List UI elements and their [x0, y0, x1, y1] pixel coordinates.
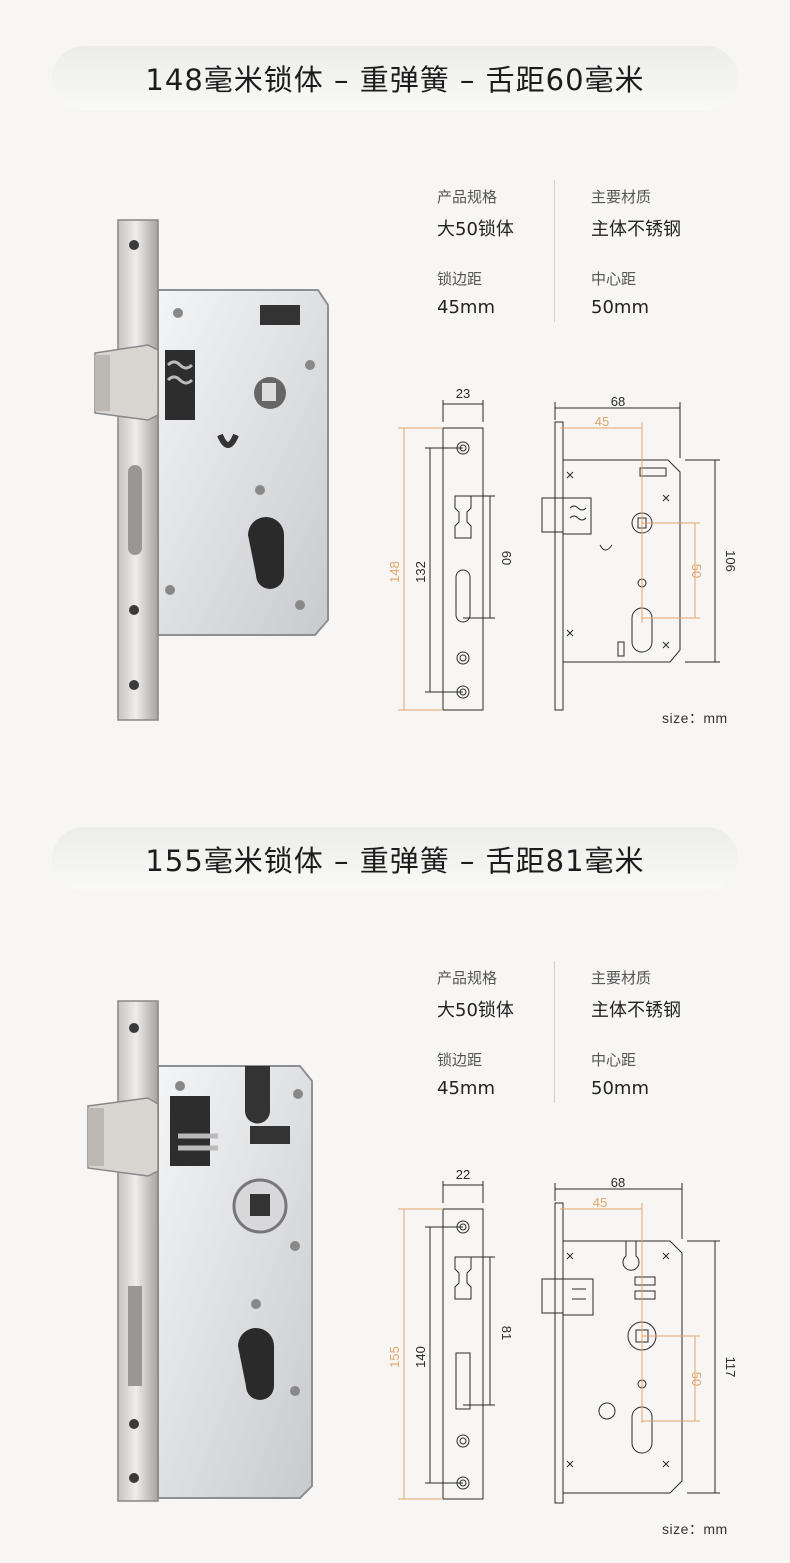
- dim-faceplate-width: 22: [456, 1167, 470, 1182]
- spec-value: 大50锁体: [437, 219, 514, 240]
- spec-material: 主要材质 主体不锈钢: [591, 967, 681, 1022]
- dimension-drawing: 22 155 140 81 68 45 50 117: [387, 1167, 738, 1504]
- section-title-banner: 148毫米锁体 – 重弹簧 – 舌距60毫米: [52, 46, 738, 110]
- dim-body-height: 117: [723, 1357, 738, 1378]
- spec-value: 主体不锈钢: [591, 1000, 681, 1021]
- spec-value: 45mm: [437, 297, 495, 318]
- spec-label: 主要材质: [591, 969, 652, 987]
- dim-center-distance: 50: [689, 1372, 704, 1386]
- spec-value: 大50锁体: [437, 1000, 514, 1021]
- dim-body-height: 106: [723, 550, 738, 572]
- dim-faceplate-width: 23: [456, 386, 470, 401]
- lock-section-148: 148毫米锁体 – 重弹簧 – 舌距60毫米 产品规格 大50锁体 主要材质 主…: [0, 0, 790, 781]
- spec-value: 主体不锈钢: [591, 219, 681, 240]
- spec-center-distance: 中心距 50mm: [591, 1049, 649, 1099]
- unit-note: size：mm: [662, 710, 728, 726]
- spec-center-distance: 中心距 50mm: [591, 268, 649, 318]
- spec-label: 锁边距: [437, 270, 483, 288]
- spec-backset: 锁边距 45mm: [437, 1049, 495, 1099]
- spec-value: 50mm: [591, 1078, 649, 1099]
- dimension-drawing: 23 148 132 60 68 45 50 106: [387, 386, 738, 711]
- spec-label: 主要材质: [591, 188, 652, 206]
- spec-value: 50mm: [591, 297, 649, 318]
- section-title-banner: 155毫米锁体 – 重弹簧 – 舌距81毫米: [52, 827, 738, 891]
- spec-label: 锁边距: [437, 1051, 483, 1069]
- dim-latch-to-center: 81: [499, 1326, 514, 1340]
- spec-label: 中心距: [591, 270, 637, 288]
- dim-body-width: 68: [611, 1175, 625, 1190]
- dim-screw-spacing: 140: [413, 1346, 428, 1368]
- spec-backset: 锁边距 45mm: [437, 268, 495, 318]
- lock-body-photo: [94, 219, 329, 721]
- spec-label: 产品规格: [437, 188, 498, 206]
- dim-center-distance: 50: [689, 564, 704, 578]
- dim-total-height: 148: [387, 561, 402, 583]
- lock-body-photo: [87, 1000, 313, 1502]
- spec-label: 产品规格: [437, 969, 498, 987]
- dim-total-height: 155: [387, 1346, 402, 1368]
- spec-product: 产品规格 大50锁体: [437, 967, 514, 1022]
- dim-backset: 45: [593, 1195, 607, 1210]
- lock-section-155: 155毫米锁体 – 重弹簧 – 舌距81毫米 产品规格 大50锁体 主要材质 主…: [0, 781, 790, 1562]
- dim-body-width: 68: [611, 394, 625, 409]
- dim-latch-to-center: 60: [499, 551, 514, 565]
- dim-backset: 45: [595, 414, 609, 429]
- spec-divider: [554, 961, 555, 1103]
- spec-material: 主要材质 主体不锈钢: [591, 186, 681, 241]
- spec-value: 45mm: [437, 1078, 495, 1099]
- dim-screw-spacing: 132: [413, 561, 428, 583]
- unit-note: size：mm: [662, 1521, 728, 1537]
- spec-divider: [554, 180, 555, 322]
- spec-label: 中心距: [591, 1051, 637, 1069]
- spec-product: 产品规格 大50锁体: [437, 186, 514, 241]
